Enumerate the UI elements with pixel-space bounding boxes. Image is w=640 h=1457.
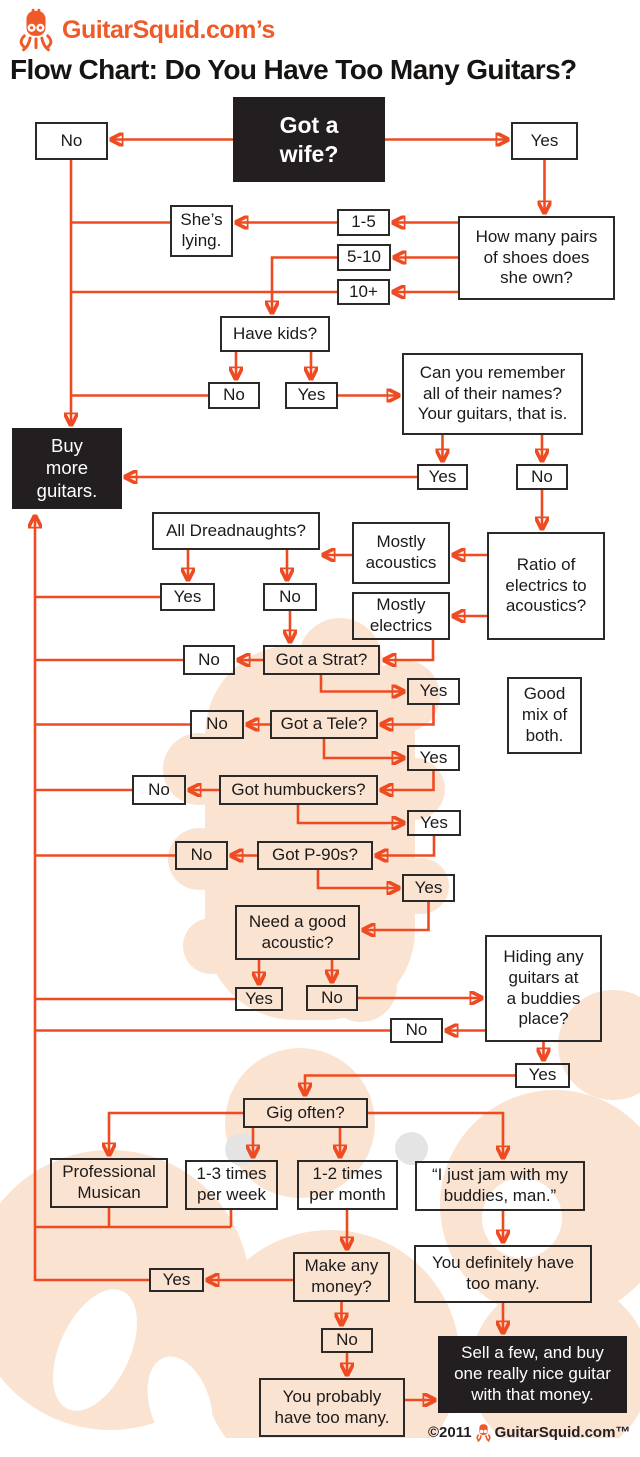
node-mostly-acoustics: Mostly acoustics bbox=[352, 522, 450, 584]
node-tele-yes: Yes bbox=[407, 745, 460, 771]
watermark-cutout bbox=[482, 1178, 562, 1258]
node-got-a-strat: Got a Strat? bbox=[263, 645, 380, 675]
watermark-blob bbox=[200, 1230, 460, 1457]
node-got-p90s: Got P-90s? bbox=[257, 841, 373, 870]
node-buy-more-guitars: Buy more guitars. bbox=[12, 428, 122, 509]
site-name: GuitarSquid.com™ bbox=[494, 1424, 631, 1441]
node-wife-yes: Yes bbox=[511, 122, 578, 160]
node-mostly-electrics: Mostly electrics bbox=[352, 592, 450, 640]
footer: ©2011 GuitarSquid.com™ bbox=[428, 1423, 630, 1442]
node-tele-no: No bbox=[190, 710, 244, 739]
node-kids-yes: Yes bbox=[285, 382, 338, 409]
watermark-cutout bbox=[0, 1438, 640, 1457]
node-good-mix: Good mix of both. bbox=[507, 677, 582, 754]
node-make-money: Make any money? bbox=[293, 1252, 390, 1302]
node-probably-too-many: You probably have too many. bbox=[259, 1378, 405, 1437]
node-hiding-yes: Yes bbox=[515, 1063, 570, 1088]
node-shoes-10-plus: 10+ bbox=[337, 279, 390, 305]
node-acoustic-no: No bbox=[306, 985, 358, 1011]
node-got-a-wife: Got a wife? bbox=[233, 97, 385, 182]
node-1-3-per-week: 1-3 times per week bbox=[185, 1160, 278, 1210]
node-definitely-too-many: You definitely have too many. bbox=[414, 1245, 592, 1303]
node-shoes-1-5: 1-5 bbox=[337, 209, 390, 236]
watermark-blob bbox=[183, 918, 239, 974]
node-p90-no: No bbox=[175, 841, 228, 870]
node-dread-yes: Yes bbox=[160, 583, 215, 611]
watermark-dot bbox=[395, 1132, 428, 1165]
node-remember-no: No bbox=[516, 464, 568, 490]
node-strat-no: No bbox=[183, 645, 235, 675]
watermark-blob bbox=[558, 990, 640, 1100]
node-shes-lying: She’s lying. bbox=[170, 205, 233, 257]
node-money-yes: Yes bbox=[149, 1268, 204, 1292]
copyright-text: ©2011 bbox=[428, 1424, 472, 1441]
node-strat-yes: Yes bbox=[407, 678, 460, 705]
node-kids-no: No bbox=[208, 382, 260, 409]
node-have-kids: Have kids? bbox=[220, 316, 330, 352]
node-1-2-per-month: 1-2 times per month bbox=[297, 1160, 398, 1210]
watermark-blob bbox=[168, 828, 230, 890]
node-jam-with-buddies: “I just jam with my buddies, man.” bbox=[415, 1161, 585, 1211]
node-wife-no: No bbox=[35, 122, 108, 160]
logo: GuitarSquid.com’s bbox=[14, 8, 634, 52]
node-professional-musician: Professional Musican bbox=[50, 1158, 168, 1208]
node-gig-often: Gig often? bbox=[243, 1098, 368, 1128]
node-money-no: No bbox=[321, 1328, 373, 1353]
node-need-acoustic: Need a good acoustic? bbox=[235, 905, 360, 960]
page-title: Flow Chart: Do You Have Too Many Guitars… bbox=[10, 54, 577, 85]
node-hiding-no: No bbox=[390, 1018, 443, 1043]
node-p90-yes: Yes bbox=[402, 874, 455, 902]
node-humbuckers-yes: Yes bbox=[407, 810, 461, 836]
node-remember-yes: Yes bbox=[417, 464, 468, 490]
node-acoustic-yes: Yes bbox=[235, 987, 283, 1011]
node-remember-names: Can you remember all of their names? You… bbox=[402, 353, 583, 435]
node-ratio-question: Ratio of electrics to acoustics? bbox=[487, 532, 605, 640]
node-shoes-5-10: 5-10 bbox=[337, 244, 391, 271]
node-dread-no: No bbox=[263, 583, 317, 611]
squid-logo-icon bbox=[19, 8, 53, 52]
squid-logo-icon bbox=[475, 1424, 491, 1442]
node-hiding-guitars: Hiding any guitars at a buddies place? bbox=[485, 935, 602, 1042]
node-got-a-tele: Got a Tele? bbox=[270, 710, 378, 739]
node-humbuckers-no: No bbox=[132, 775, 186, 805]
logo-text: GuitarSquid.com’s bbox=[62, 15, 275, 44]
watermark-blob bbox=[225, 1048, 375, 1198]
header: GuitarSquid.com’s Flow Chart: Do You Hav… bbox=[10, 8, 634, 86]
node-all-dreadnaughts: All Dreadnaughts? bbox=[152, 512, 320, 550]
node-sell-a-few: Sell a few, and buy one really nice guit… bbox=[438, 1336, 627, 1413]
node-got-humbuckers: Got humbuckers? bbox=[219, 775, 378, 805]
node-shoes-question: How many pairs of shoes does she own? bbox=[458, 216, 615, 300]
